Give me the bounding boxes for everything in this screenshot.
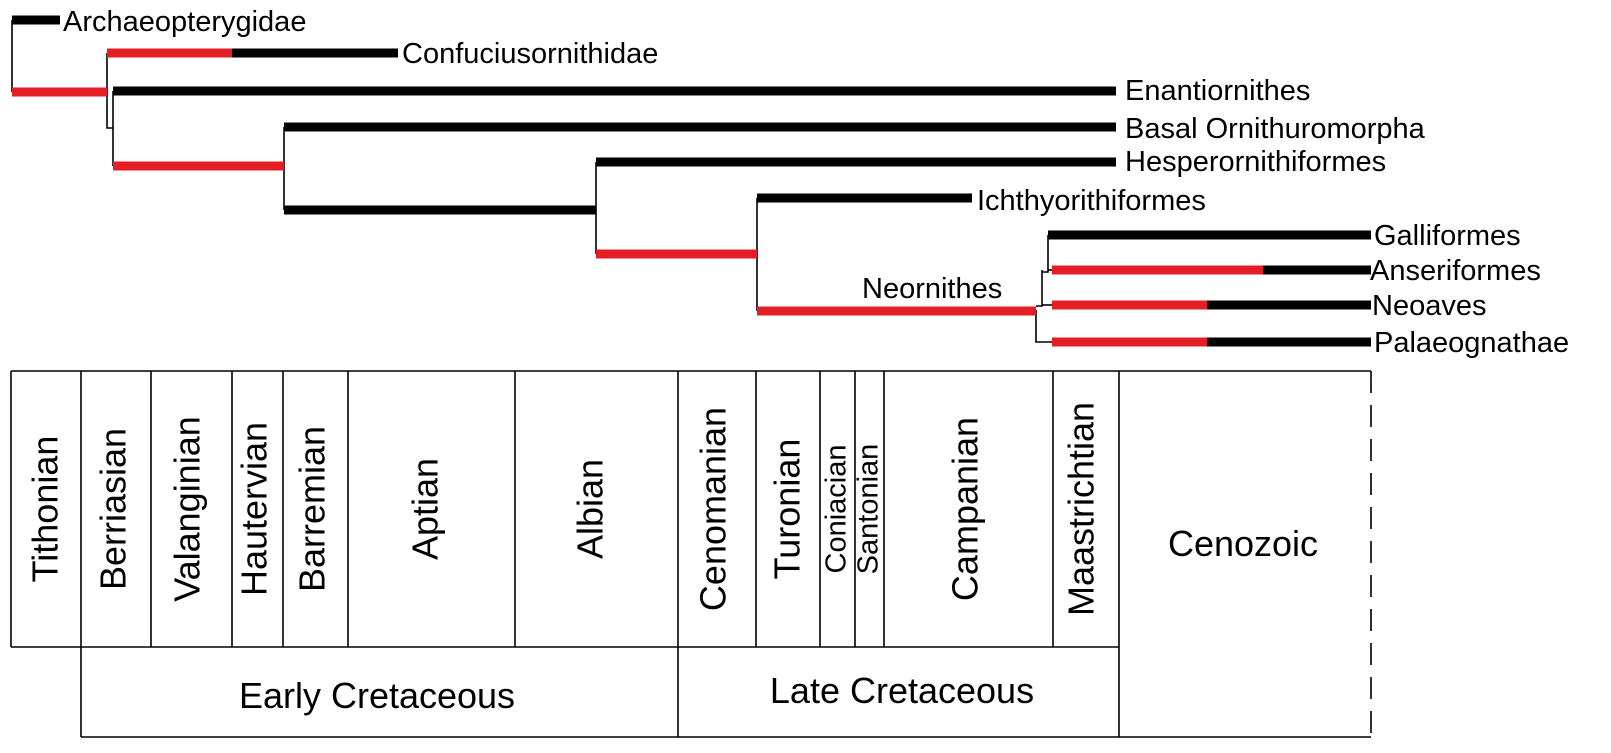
taxon-label-basal-ornithuromorpha: Basal Ornithuromorpha — [1125, 113, 1426, 145]
stage-label-hautervian: Hautervian — [234, 422, 275, 596]
neornithes-node-connector — [1035, 310, 1052, 343]
taxon-labels: Archaeopterygidae Confuciusornithidae En… — [63, 6, 1569, 359]
stage-label-aptian: Aptian — [405, 458, 446, 560]
stage-label-valanginian: Valanginian — [167, 416, 208, 601]
era-label-cenozoic: Cenozoic — [1168, 523, 1318, 564]
stage-labels: Tithonian Berriasian Valanginian Hauterv… — [25, 402, 1102, 616]
taxon-label-palaeognathae: Palaeognathae — [1374, 327, 1569, 359]
taxon-label-confuciusornithidae: Confuciusornithidae — [402, 38, 658, 70]
taxon-label-ichthyornithiformes: Ichthyorithiformes — [977, 185, 1206, 217]
taxon-label-anseriformes: Anseriformes — [1370, 255, 1541, 287]
stage-label-coniacian: Coniacian — [821, 445, 853, 574]
epoch-label-late-cretaceous: Late Cretaceous — [770, 670, 1034, 711]
taxon-label-neoaves: Neoaves — [1372, 290, 1486, 322]
taxon-label-archaeopterygidae: Archaeopterygidae — [63, 6, 306, 38]
node-confuciusornithidae-connector — [106, 53, 113, 129]
stage-label-santonian: Santonian — [853, 444, 885, 575]
epoch-label-early-cretaceous: Early Cretaceous — [239, 675, 515, 716]
galloanserae-node-connector — [1042, 235, 1049, 273]
epoch-labels: Early Cretaceous Late Cretaceous Cenozoi… — [239, 523, 1318, 716]
neognathae-node-connector — [1036, 270, 1043, 307]
stage-label-maastrichtian: Maastrichtian — [1061, 402, 1102, 616]
tree-branches — [12, 15, 1371, 347]
stage-label-turonian: Turonian — [767, 439, 808, 580]
clade-label-neornithes: Neornithes — [862, 273, 1002, 305]
stage-label-barremian: Barremian — [292, 426, 333, 592]
stage-label-tithonian: Tithonian — [25, 436, 66, 583]
stage-label-albian: Albian — [570, 459, 611, 559]
taxon-label-galliformes: Galliformes — [1374, 220, 1521, 252]
taxon-label-hesperornithiformes: Hesperornithiformes — [1125, 146, 1386, 178]
taxon-label-enantiornithes: Enantiornithes — [1125, 75, 1310, 107]
stage-label-berriasian: Berriasian — [93, 428, 134, 590]
stage-label-campanian: Campanian — [945, 417, 986, 601]
stage-label-cenomanian: Cenomanian — [693, 407, 734, 611]
timescale-grid — [10, 370, 1372, 738]
